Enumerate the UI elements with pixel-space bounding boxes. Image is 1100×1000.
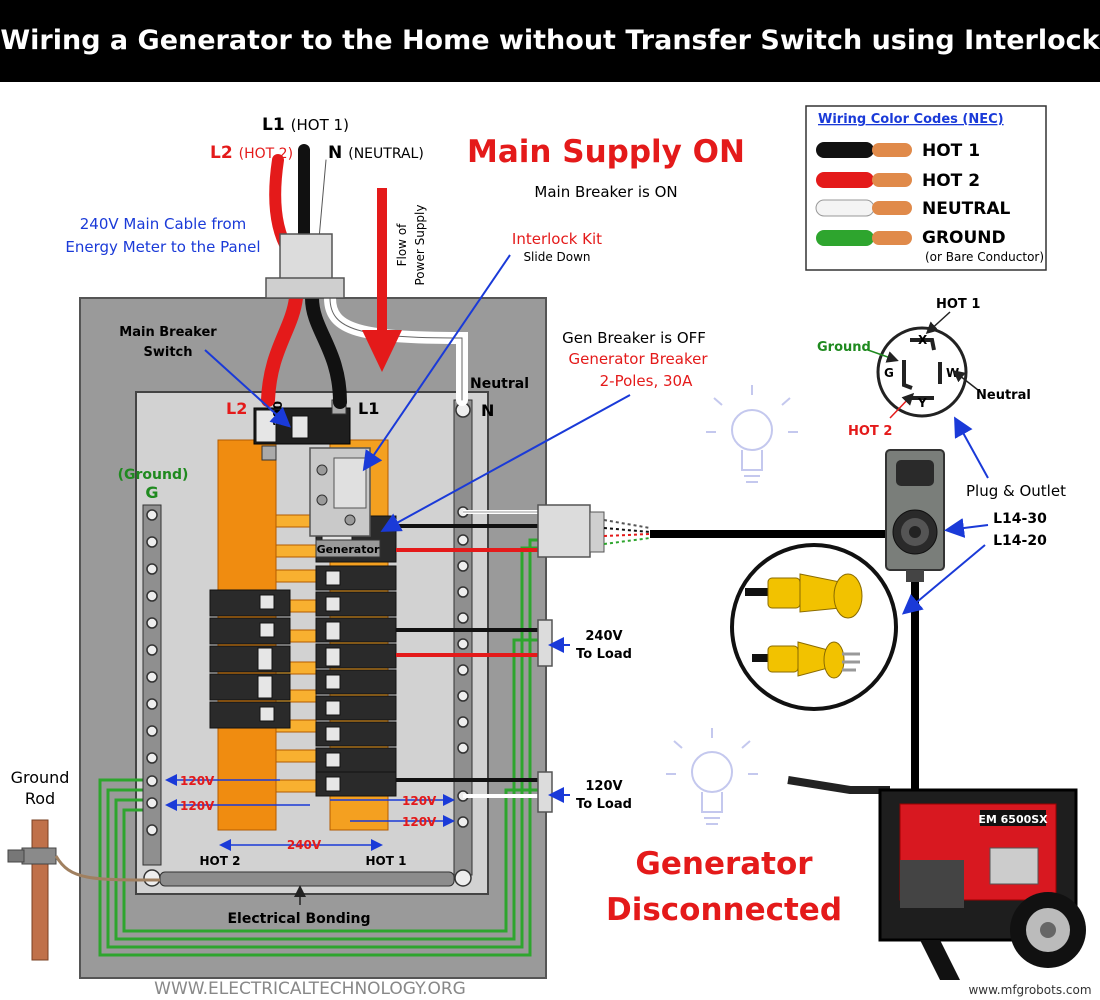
supply-l1-label: L1(HOT 1) bbox=[262, 115, 349, 135]
voltage-120-c: 120V bbox=[402, 794, 437, 808]
bonding-strap bbox=[159, 871, 455, 887]
footer-watermark: www.mfgrobots.com bbox=[968, 983, 1091, 997]
legend-item-ground: GROUND bbox=[922, 228, 1006, 248]
ground-bus-bar bbox=[142, 504, 162, 866]
outlet-face-diagram bbox=[876, 326, 968, 418]
outlet-label-hot1: HOT 1 bbox=[936, 297, 980, 312]
voltage-120-a: 120V bbox=[180, 774, 215, 788]
ground-rod-label-2: Rod bbox=[25, 789, 55, 808]
legend-item-hot2: HOT 2 bbox=[922, 171, 980, 191]
generator-model: EM 6500SX bbox=[978, 813, 1048, 826]
load120-voltage: 120V bbox=[585, 779, 622, 794]
breaker-handles-right bbox=[325, 570, 341, 792]
outlet-label-hot2: HOT 2 bbox=[848, 424, 892, 439]
busbar-hot2-label: HOT 2 bbox=[200, 854, 241, 868]
outlet-label-ground: Ground bbox=[817, 340, 871, 355]
legend-item-neutral: NEUTRAL bbox=[922, 199, 1010, 219]
plug-type-2: L14-20 bbox=[993, 533, 1047, 549]
legend-title: Wiring Color Codes (NEC) bbox=[818, 112, 1004, 127]
main-breaker-handle bbox=[291, 415, 309, 439]
main-breaker-callout-1: Main Breaker bbox=[119, 325, 217, 340]
gen-breaker-line1: Generator Breaker bbox=[568, 350, 708, 368]
panel-g: G bbox=[145, 483, 158, 502]
ground-rod bbox=[7, 819, 161, 961]
bulb-icon-2 bbox=[666, 728, 758, 825]
busbar-hot1-label: HOT 1 bbox=[366, 854, 407, 868]
voltage-240: 240V bbox=[287, 838, 322, 852]
generator-status-1: Generator bbox=[635, 846, 813, 882]
flow-label-2: Power Supply bbox=[413, 205, 427, 286]
main-cable-label-2: Energy Meter to the Panel bbox=[65, 238, 260, 256]
plug-arrows bbox=[901, 416, 989, 615]
neutral-bus-bar bbox=[453, 399, 473, 876]
generator-status-2: Disconnected bbox=[606, 892, 842, 928]
ground-wires bbox=[98, 538, 545, 957]
load240-text: To Load bbox=[576, 647, 632, 662]
panel-l1: L1 bbox=[358, 399, 379, 418]
interlock-title: Interlock Kit bbox=[512, 230, 602, 248]
load240-voltage: 240V bbox=[585, 629, 622, 644]
panel-neutral-word: Neutral bbox=[470, 376, 529, 392]
outlet-pointer-arrows bbox=[867, 311, 979, 419]
bonding-label: Electrical Bonding bbox=[227, 911, 370, 927]
plug-connectors bbox=[730, 543, 898, 711]
plug-type-1: L14-30 bbox=[993, 511, 1047, 527]
legend-item-hot1: HOT 1 bbox=[922, 141, 980, 161]
cable-gland-nut bbox=[265, 277, 345, 299]
ground-rod-label-1: Ground bbox=[11, 768, 70, 787]
main-breaker-callout-2: Switch bbox=[143, 345, 192, 360]
outlet-pin-y: Y bbox=[917, 396, 927, 410]
voltage-arrows bbox=[165, 774, 455, 851]
outlet-pin-g: G bbox=[884, 366, 894, 380]
main-breaker-status: Main Breaker is ON bbox=[534, 183, 677, 201]
breakers-right bbox=[315, 565, 397, 797]
bulb-icon bbox=[706, 385, 798, 483]
breakers-left bbox=[209, 589, 291, 729]
page-title: Wiring a Generator to the Home without T… bbox=[0, 0, 1100, 82]
panel-l2: L2 bbox=[226, 399, 247, 418]
cable-gland bbox=[279, 233, 333, 281]
legend-wires bbox=[815, 142, 912, 246]
outlet-pin-x: X bbox=[918, 333, 928, 347]
generator-breaker-label: Generator bbox=[317, 543, 380, 556]
power-inlet-box bbox=[885, 449, 945, 582]
footer-site: WWW.ELECTRICALTECHNOLOGY.ORG bbox=[154, 979, 466, 999]
ground-bus-screws bbox=[143, 509, 161, 887]
outlet-label-neutral: Neutral bbox=[976, 388, 1031, 403]
main-terminal-l2 bbox=[261, 445, 277, 461]
gen-cable-tails bbox=[603, 519, 651, 545]
neutral-bus-screws bbox=[454, 402, 472, 887]
generator-breaker-label-bg bbox=[315, 539, 381, 558]
plug-outlet-label: Plug & Outlet bbox=[966, 482, 1066, 500]
wiring-diagram: Generator 200 bbox=[7, 105, 1092, 999]
branch-wires bbox=[396, 510, 545, 798]
panel-n: N bbox=[481, 401, 494, 420]
gen-breaker-line2: 2-Poles, 30A bbox=[600, 372, 693, 390]
load120-text: To Load bbox=[576, 797, 632, 812]
gen-breaker-status: Gen Breaker is OFF bbox=[562, 329, 706, 347]
gen-cable-collar bbox=[589, 511, 605, 553]
supply-n-label: N(NEUTRAL) bbox=[328, 143, 424, 163]
voltage-120-d: 120V bbox=[402, 815, 437, 829]
flow-arrow bbox=[362, 188, 402, 372]
callout-arrows bbox=[204, 254, 631, 803]
main-cable-label-1: 240V Main Cable from bbox=[80, 215, 247, 233]
legend-ground-note: (or Bare Conductor) bbox=[925, 250, 1044, 264]
voltage-120-b: 120V bbox=[180, 799, 215, 813]
generator-unit bbox=[787, 776, 1086, 980]
flow-label-1: Flow of bbox=[395, 223, 409, 267]
interlock-slide bbox=[333, 457, 367, 509]
interlock-bolts bbox=[316, 464, 356, 526]
supply-l2-label: L2(HOT 2) bbox=[210, 143, 293, 163]
panel-ground-word: (Ground) bbox=[118, 467, 189, 483]
main-supply-status: Main Supply ON bbox=[467, 134, 745, 170]
interlock-sub: Slide Down bbox=[523, 250, 590, 264]
breaker-handles-left bbox=[257, 594, 275, 722]
